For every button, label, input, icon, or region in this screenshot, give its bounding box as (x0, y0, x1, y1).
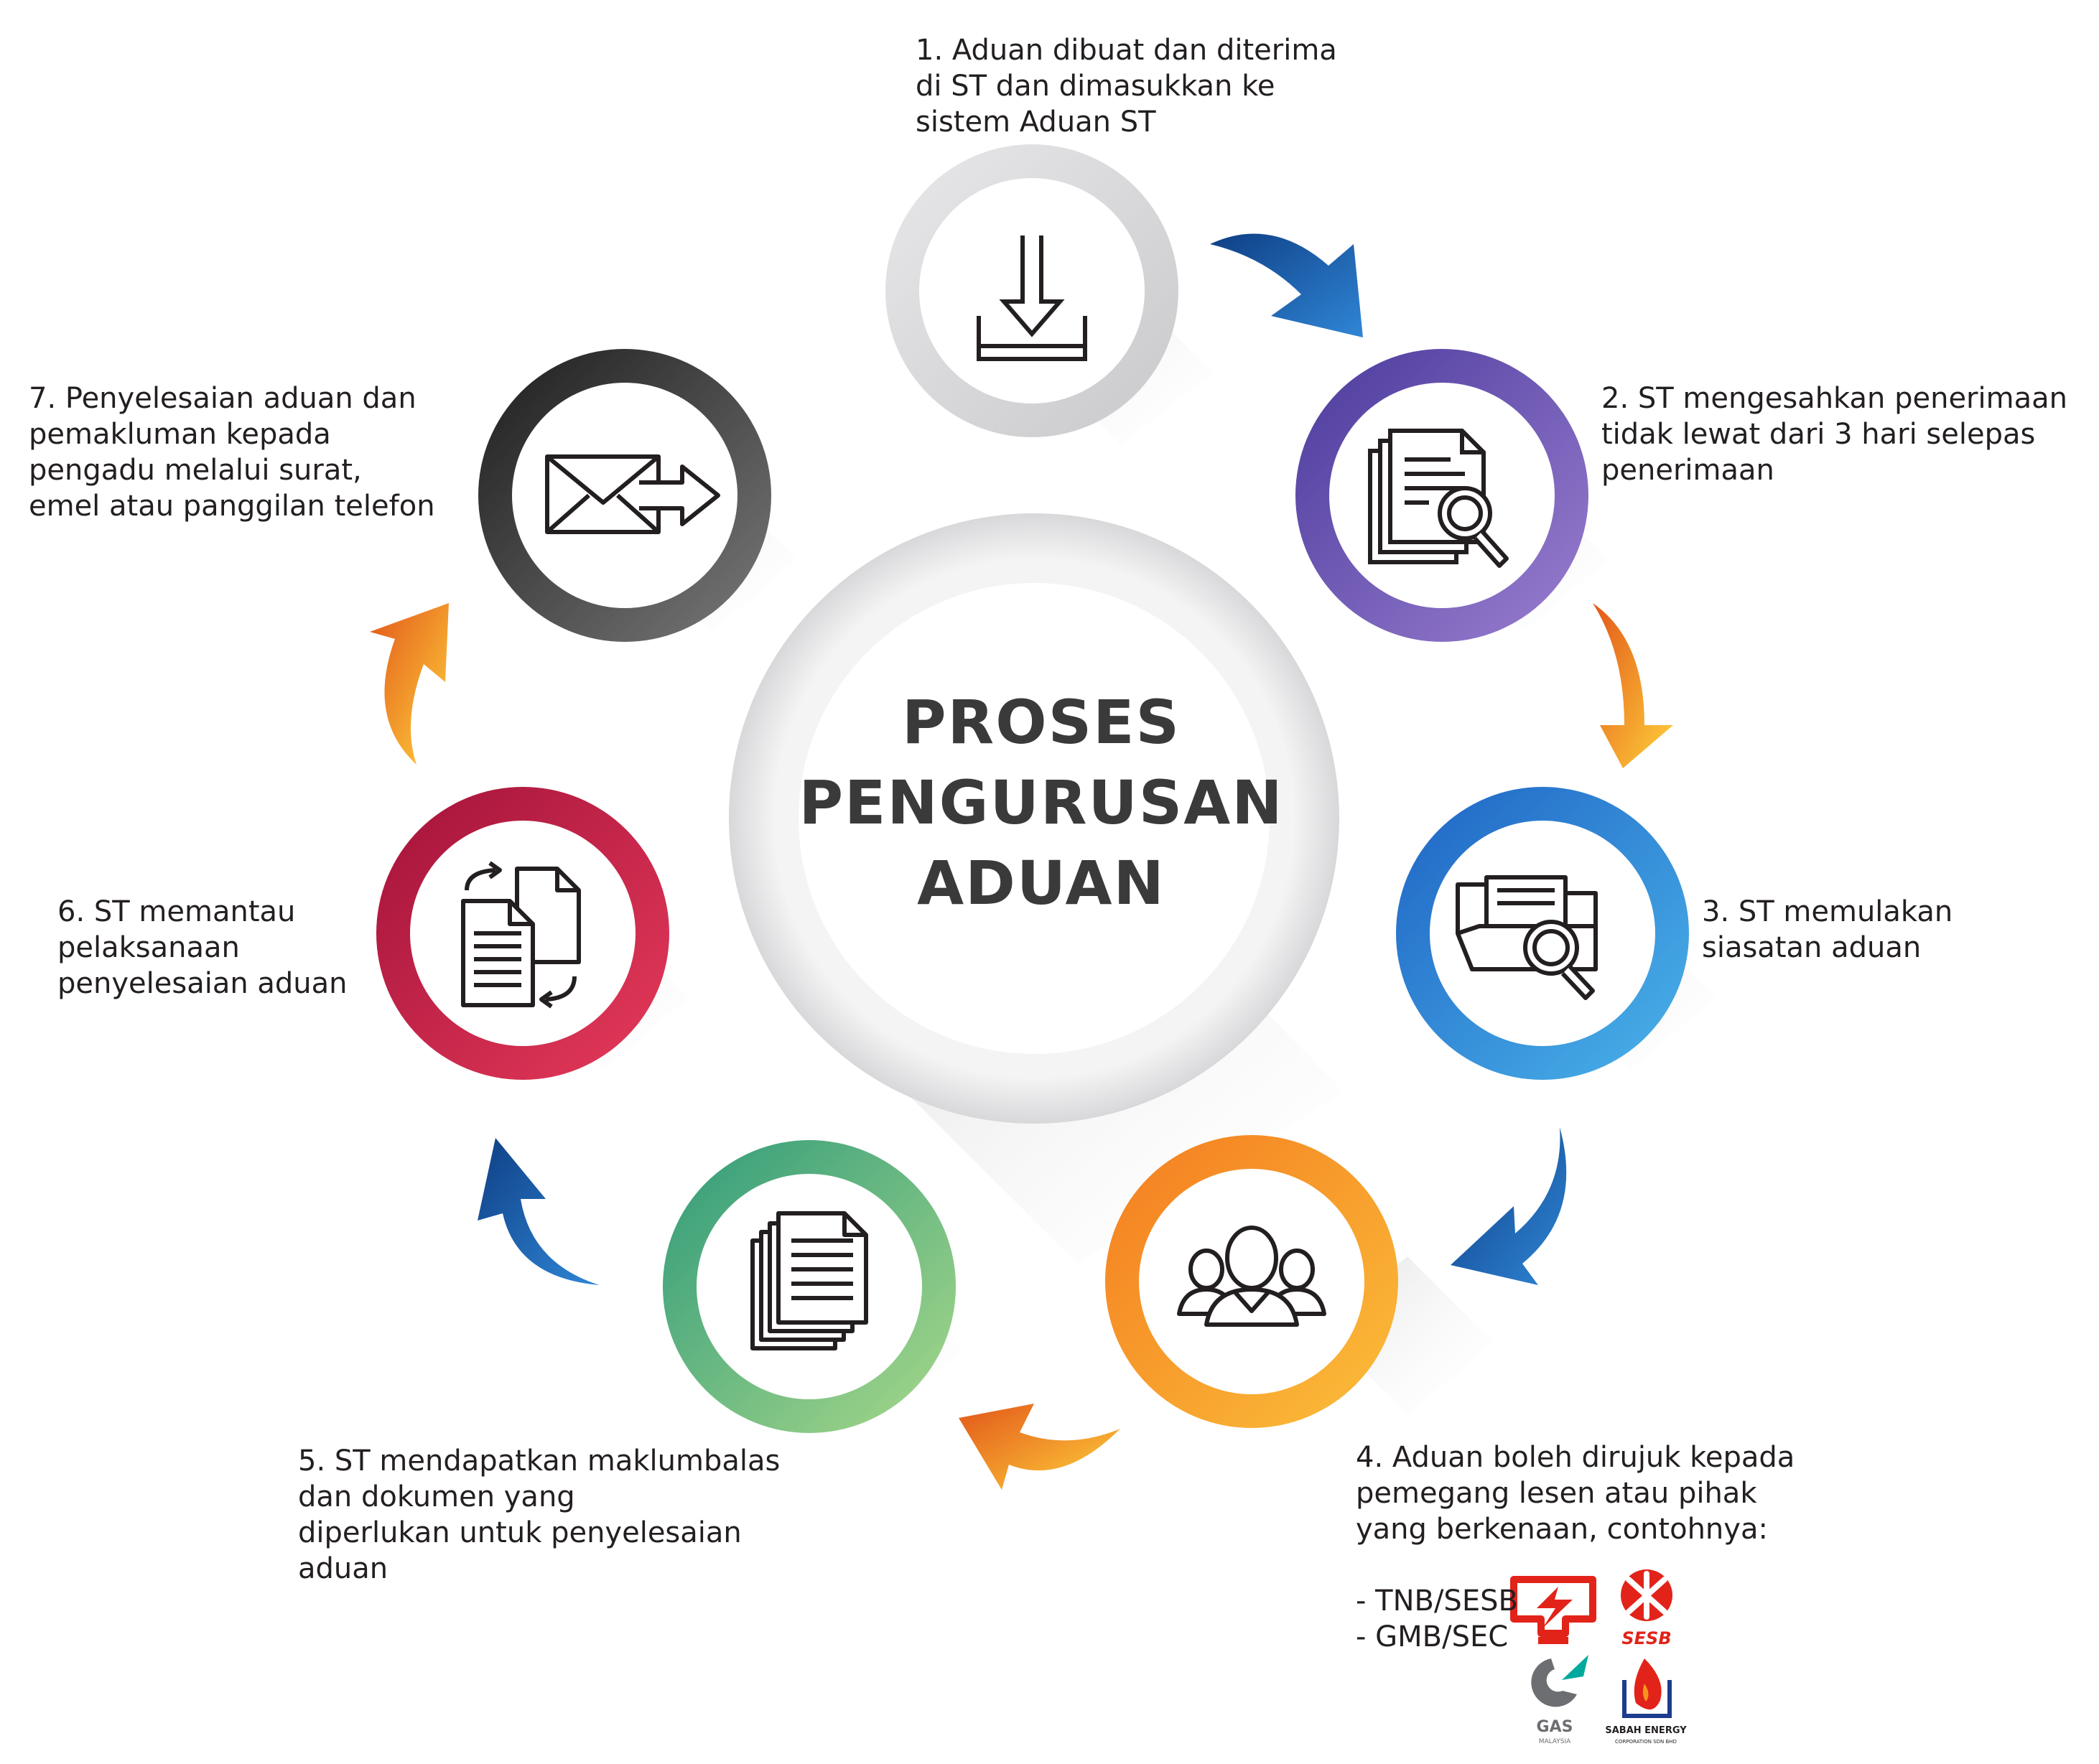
sabah-energy-logo-sublabel: CORPORATION SDN BHD (1615, 1739, 1677, 1745)
sesb-logo-label: SESB (1621, 1628, 1671, 1648)
arrow-3-to-4 (1451, 1127, 1567, 1285)
step-6-text: 6. ST memantau pelaksanaan penyelesaian … (57, 895, 348, 1000)
sabah-energy-logo: SABAH ENERGY CORPORATION SDN BHD (1605, 1658, 1687, 1745)
examples-list: - TNB/SESB - GMB/SEC (1356, 1583, 1518, 1655)
step-3-text: 3. ST memulakan siasatan aduan (1702, 895, 1953, 964)
tnb-logo (1510, 1576, 1596, 1644)
arrow-1-to-2 (1210, 233, 1363, 337)
people-group-icon (1177, 1226, 1326, 1327)
arrow-4-to-5 (959, 1404, 1120, 1490)
download-tray-icon (977, 235, 1087, 361)
center-title-line-3: ADUAN (917, 848, 1165, 918)
example-line-2: - GMB/SEC (1356, 1620, 1509, 1653)
center-title: PROSES PENGURUSAN ADUAN (754, 682, 1328, 923)
step-1-node (885, 144, 1214, 445)
gas-malaysia-logo-label: GAS (1537, 1718, 1573, 1736)
step-7-text: 7. Penyelesaian aduan dan pemakluman kep… (29, 382, 435, 523)
sabah-energy-logo-label: SABAH ENERGY (1605, 1725, 1687, 1736)
step-3-node (1396, 787, 1716, 1080)
arrow-2-to-3 (1593, 603, 1673, 768)
step-1-text: 1. Aduan dibuat dan diterima di ST dan d… (916, 34, 1337, 139)
step-2-node (1295, 349, 1609, 642)
sesb-logo: SESB (1621, 1569, 1672, 1648)
arrow-5-to-6 (478, 1138, 600, 1285)
folder-search-icon (1456, 875, 1598, 1000)
example-line-1: - TNB/SESB (1356, 1585, 1518, 1618)
step-7-node (478, 349, 797, 642)
center-title-line-1: PROSES (901, 687, 1181, 757)
envelope-send-icon (545, 454, 720, 534)
gas-malaysia-logo: GAS MALAYSIA (1531, 1655, 1588, 1745)
step-6-node (376, 787, 689, 1080)
step-4-text: 4. Aduan boleh dirujuk kepada pemegang l… (1356, 1441, 1795, 1546)
step-4-node (1105, 1135, 1494, 1428)
center-title-line-2: PENGURUSAN (799, 767, 1284, 838)
step-5-node (663, 1140, 962, 1433)
document-search-icon (1368, 429, 1509, 568)
step-5-text: 5. ST mendapatkan maklumbalas dan dokume… (298, 1445, 781, 1585)
gas-malaysia-logo-sublabel: MALAYSIA (1539, 1738, 1571, 1745)
center-circle (729, 513, 1343, 1264)
document-stack-icon (750, 1211, 868, 1350)
document-sync-icon (461, 861, 581, 1009)
step-2-text: 2. ST mengesahkan penerimaan tidak lewat… (1601, 382, 2067, 487)
arrow-6-to-7 (370, 603, 449, 765)
